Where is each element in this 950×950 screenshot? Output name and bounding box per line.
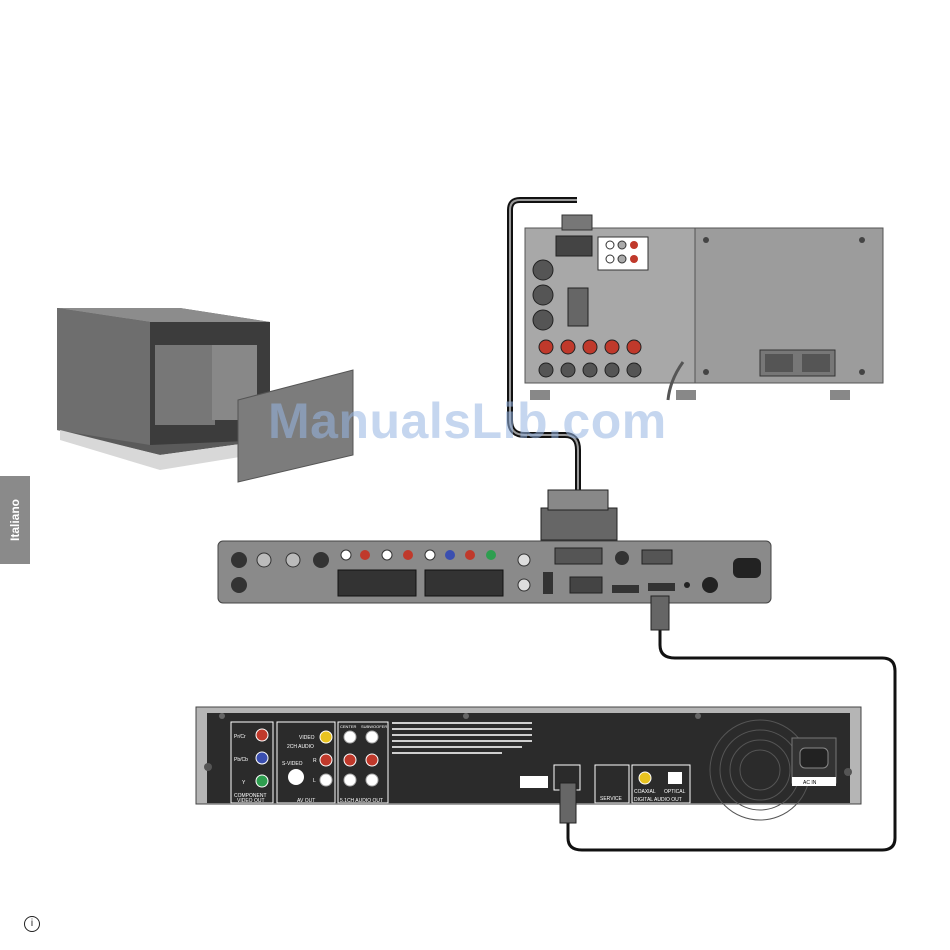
audio-group-label: 5.1CH AUDIO OUT [340, 798, 383, 804]
hdmi-plug-dvd [560, 783, 576, 823]
component-group-label-2: VIDEO OUT [237, 798, 265, 804]
av-r-label: R [313, 758, 317, 764]
component-pb-label: Pb/Cb [234, 757, 248, 763]
decoder-rear-panel [525, 215, 883, 400]
tv-rear-panel [218, 490, 771, 603]
page-info-icon: i [24, 916, 40, 932]
coaxial-label: COAXIAL [634, 789, 656, 795]
av-svideo-label: S-VIDEO [282, 761, 303, 767]
optical-label: OPTICAL [664, 789, 686, 795]
center-label: CENTER [340, 724, 357, 729]
av-2ch-label: 2CH AUDIO [287, 744, 314, 750]
digital-group-label: DIGITAL AUDIO OUT [634, 797, 682, 803]
av-l-label: L [313, 778, 316, 784]
subwoofer-label: SUBWOOFER [361, 724, 387, 729]
watermark: ManualsLib.com [268, 392, 667, 450]
dvd-rear-panel: Pr/Cr Pb/Cb Y COMPONENT VIDEO OUT VIDEO … [196, 707, 861, 820]
ac-in-label: AC IN [803, 780, 817, 786]
service-label: SERVICE [600, 796, 623, 802]
av-video-label: VIDEO [299, 735, 315, 741]
av-group-label: AV OUT [297, 798, 315, 804]
component-pr-label: Pr/Cr [234, 734, 246, 740]
hdmi-plug-tv [651, 596, 669, 630]
